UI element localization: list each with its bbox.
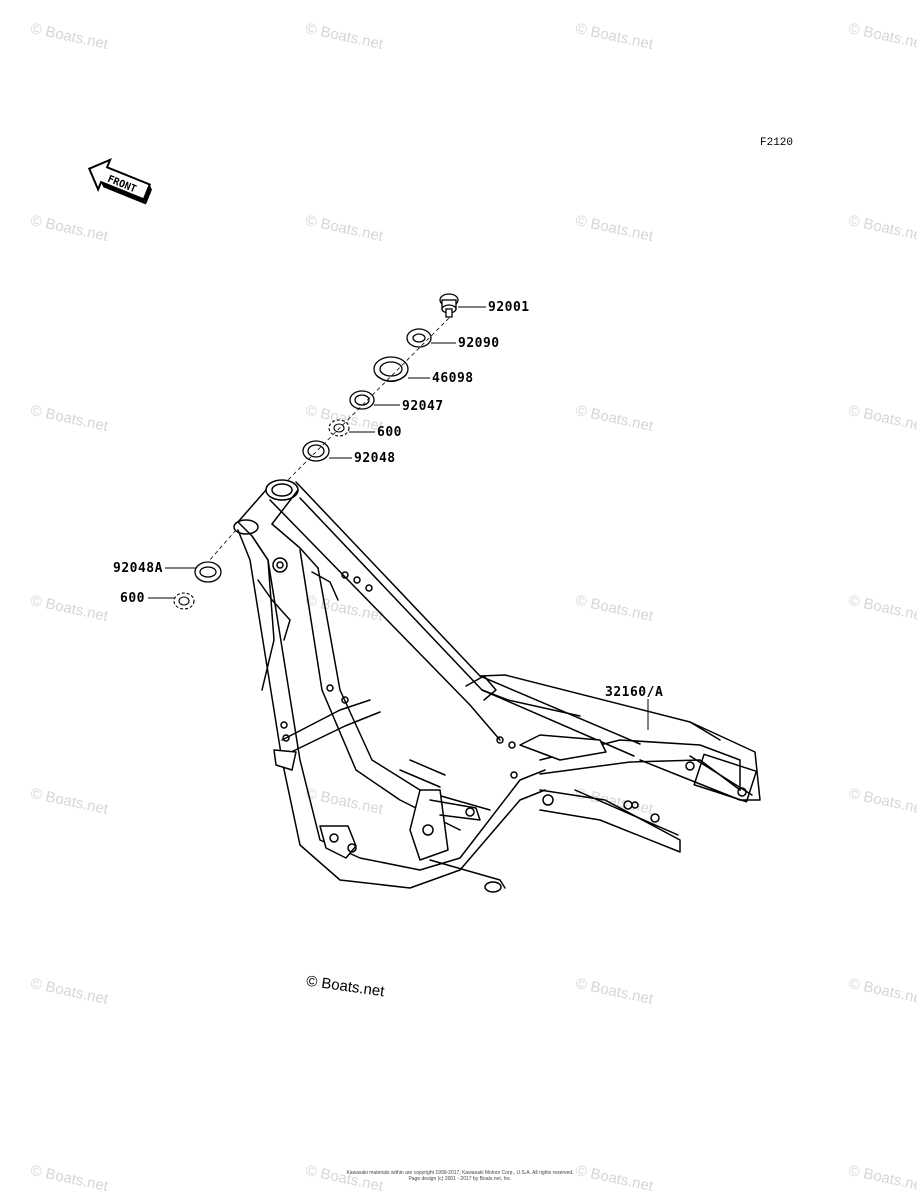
footer-line: Kawasaki materials within are copyright …	[346, 1170, 574, 1176]
part-label[interactable]: 92048	[354, 451, 396, 466]
leader-lines	[148, 306, 649, 730]
part-race-92047	[349, 390, 375, 410]
part-race-92048	[302, 440, 330, 462]
part-bearing-cover-46098	[373, 356, 409, 383]
front-arrow-icon: FRONT	[87, 157, 152, 205]
part-label[interactable]: 32160/A	[605, 685, 664, 700]
figure-id: F2120	[760, 137, 794, 149]
part-washer-92090	[406, 328, 432, 348]
footer-line: Page design (c) 2001 - 2017 by Boats.net…	[408, 1176, 512, 1182]
part-label[interactable]: 46098	[432, 371, 474, 386]
part-label[interactable]: 92090	[458, 336, 500, 351]
part-label[interactable]: 92047	[402, 399, 444, 414]
part-label[interactable]: 92001	[488, 300, 530, 315]
part-bearing-600-upper	[328, 419, 350, 437]
frame-32160	[233, 479, 761, 893]
part-bearing-600-lower	[173, 592, 195, 610]
part-label[interactable]: 600	[120, 591, 145, 606]
part-bolt-92001	[439, 293, 459, 318]
part-label[interactable]: 92048A	[113, 561, 163, 576]
footer: Kawasaki materials within are copyright …	[280, 1170, 640, 1182]
part-race-92048a	[194, 561, 222, 583]
part-label[interactable]: 600	[377, 425, 402, 440]
